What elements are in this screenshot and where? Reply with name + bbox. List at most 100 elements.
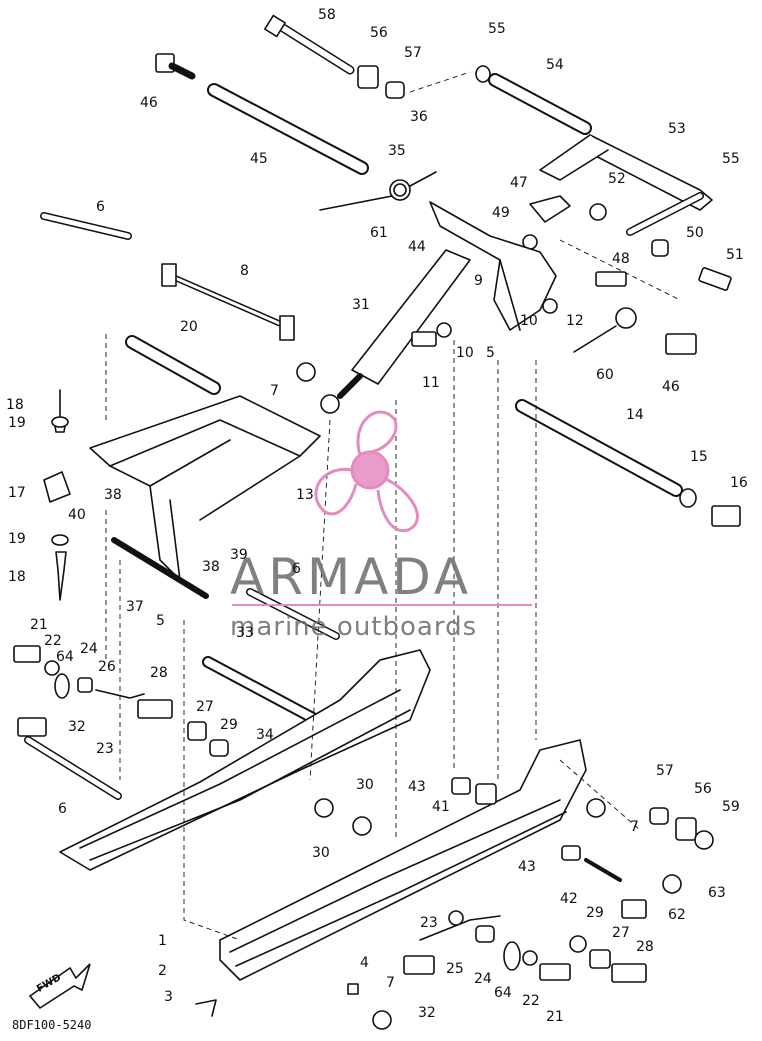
callout-c22a: 22 [44, 633, 62, 649]
part-33-shaft [202, 656, 330, 730]
callout-c6c: 6 [58, 801, 67, 817]
callout-c57b: 57 [656, 763, 674, 779]
callout-c19b: 19 [8, 531, 26, 547]
callout-c38a: 38 [104, 487, 122, 503]
part-22-washer [44, 660, 60, 676]
callout-c28a: 28 [150, 665, 168, 681]
callout-c21b: 21 [546, 1009, 564, 1025]
part-15-washer [679, 488, 697, 508]
part-6-bolt-lower [24, 736, 122, 800]
part-29-collar [209, 739, 229, 757]
callout-c56b: 56 [694, 781, 712, 797]
part-24-collar-right [475, 925, 495, 943]
callout-c43a: 43 [408, 779, 426, 795]
part-62-bolt [621, 899, 647, 919]
callout-c7b: 7 [630, 819, 639, 835]
callout-c24a: 24 [80, 641, 98, 657]
part-27-slider [187, 721, 207, 741]
callout-c6a: 6 [96, 199, 105, 215]
part-16-bolt [711, 505, 741, 527]
part-9-bracket [429, 201, 557, 331]
part-41-slider [475, 783, 497, 805]
callout-c10b: 10 [456, 345, 474, 361]
assembly-line [309, 419, 331, 781]
callout-c54: 54 [546, 57, 564, 73]
part-56-bracket [357, 65, 379, 89]
callout-c39: 39 [230, 547, 248, 563]
part-7-nut [296, 362, 316, 382]
callout-c29a: 29 [220, 717, 238, 733]
part-25-bracket [419, 915, 501, 941]
callout-c31: 31 [352, 297, 370, 313]
part-42-pin [584, 858, 622, 882]
callout-c18a: 18 [6, 397, 24, 413]
part-14-shaft [515, 399, 683, 497]
part-10-washer [436, 322, 452, 338]
callout-c1: 1 [158, 933, 167, 949]
callout-c57a: 57 [404, 45, 422, 61]
slide-rail-left [59, 649, 431, 871]
callout-c27b: 27 [612, 925, 630, 941]
watermark-tagline: marine outboards [230, 612, 478, 642]
part-58-bolt [264, 14, 355, 75]
callout-c10a: 10 [520, 313, 538, 329]
callout-c32b: 32 [418, 1005, 436, 1021]
part-8-rod [161, 263, 295, 341]
callout-c41: 41 [432, 799, 450, 815]
part-21-bolt-right [539, 963, 571, 981]
callout-c17: 17 [8, 485, 26, 501]
part-64-plate [54, 673, 70, 699]
callout-c38b: 38 [202, 559, 220, 575]
callout-c21a: 21 [30, 617, 48, 633]
callout-c47: 47 [510, 175, 528, 191]
callout-c27a: 27 [196, 699, 214, 715]
callout-c35: 35 [388, 143, 406, 159]
callout-c28b: 28 [636, 939, 654, 955]
assembly-line [559, 239, 681, 301]
callout-c36: 36 [410, 109, 428, 125]
callout-c60: 60 [596, 367, 614, 383]
part-23-washer [448, 910, 464, 926]
callout-c11: 11 [422, 375, 440, 391]
callout-c63: 63 [708, 885, 726, 901]
callout-c45: 45 [250, 151, 268, 167]
callout-c5a: 5 [486, 345, 495, 361]
callout-c32a: 32 [68, 719, 86, 735]
callout-c59: 59 [722, 799, 740, 815]
part-61-spring [319, 171, 437, 211]
part-51-bolt [698, 267, 732, 291]
part-32-bolt-right [403, 955, 435, 975]
part-30-collar-b [352, 816, 372, 836]
callout-c4: 4 [360, 955, 369, 971]
part-19-washer-lower [51, 534, 69, 546]
slide-rail-right [219, 739, 587, 981]
callout-c53: 53 [668, 121, 686, 137]
part-29-collar-right [569, 935, 587, 953]
part-57-collar [385, 81, 405, 99]
part-46-bolt-lower [665, 333, 697, 355]
part-48-bolt [595, 271, 627, 287]
watermark-divider [232, 604, 532, 606]
callout-c46b: 46 [662, 379, 680, 395]
part-28-bolt [137, 699, 173, 719]
part-26-bracket [95, 689, 145, 699]
watermark-brand: ARMADA [230, 548, 473, 606]
part-57-collar-lower [649, 807, 669, 825]
part-47-stopper [529, 195, 571, 223]
fwd-arrow-icon [28, 963, 91, 1010]
part-63-washer [662, 874, 682, 894]
assembly-line [183, 620, 241, 941]
callout-c23a: 23 [96, 741, 114, 757]
callout-c3: 3 [164, 989, 173, 1005]
part-7-nut-right [586, 798, 606, 818]
callout-c26: 26 [98, 659, 116, 675]
callout-c12: 12 [566, 313, 584, 329]
part-50-collar [651, 239, 669, 257]
callout-c48: 48 [612, 251, 630, 267]
part-43-slider [451, 777, 471, 795]
part-43-slider-b [561, 845, 581, 861]
callout-c14: 14 [626, 407, 644, 423]
callout-c62: 62 [668, 907, 686, 923]
callout-c64a: 64 [56, 649, 74, 665]
